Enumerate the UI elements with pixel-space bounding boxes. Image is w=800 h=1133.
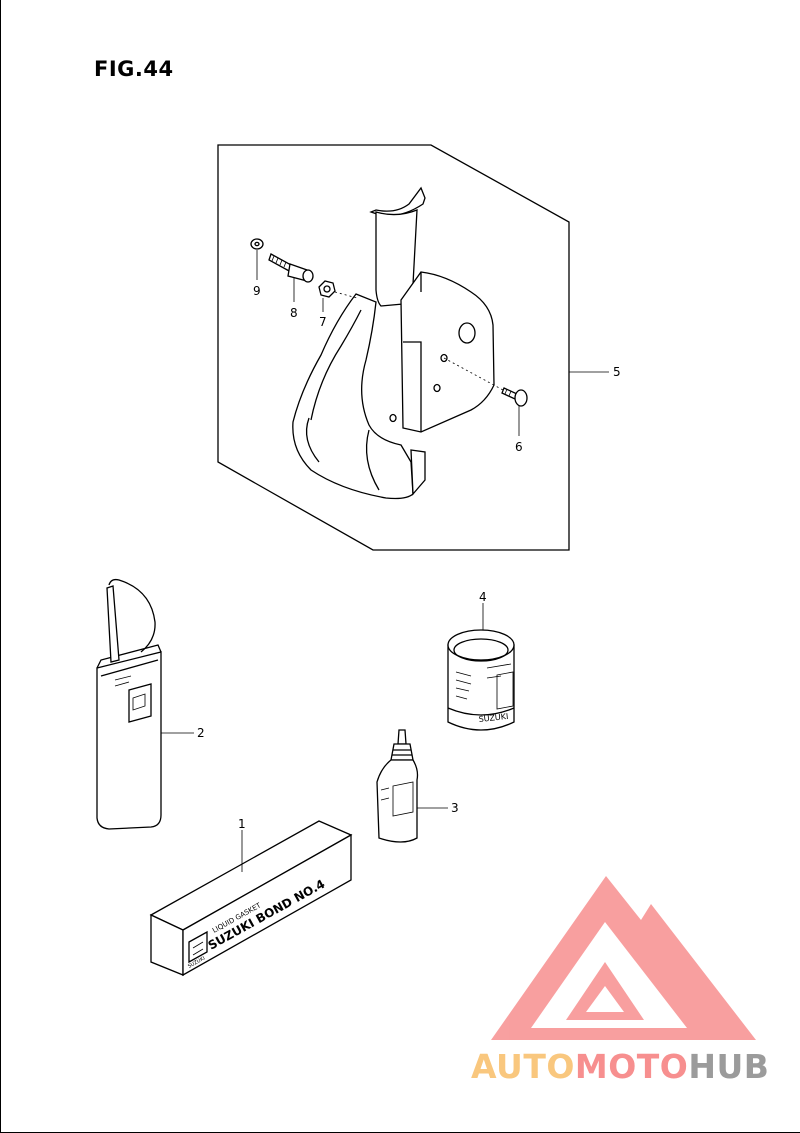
callout-5: 5	[613, 365, 621, 379]
bolt-8	[268, 253, 314, 283]
can-brand: SUZUKI	[478, 712, 509, 724]
group-frame-5	[217, 144, 570, 551]
thread-lock-bottle-3	[376, 729, 419, 843]
callout-9: 9	[253, 284, 261, 298]
callout-2: 2	[197, 726, 205, 740]
callout-4: 4	[479, 590, 487, 604]
suzuki-bond-box-1	[149, 820, 353, 977]
screw-6	[501, 387, 528, 407]
paint-can-4	[447, 629, 515, 731]
watermark-hub: HUB	[688, 1047, 770, 1086]
watermark-wordmark: AUTOMOTOHUB	[471, 1047, 769, 1086]
callout-6: 6	[515, 440, 523, 454]
washer-9	[250, 238, 264, 250]
callout-1: 1	[238, 817, 246, 831]
figure-title: FIG.44	[94, 57, 174, 81]
nut-7	[318, 280, 336, 298]
watermark-moto: MOTO	[574, 1047, 689, 1086]
bracket-assembly	[292, 186, 495, 500]
callout-3: 3	[451, 801, 459, 815]
watermark-auto: AUTO	[471, 1047, 575, 1086]
callout-7: 7	[319, 315, 327, 329]
oil-bottle-2	[96, 578, 162, 830]
watermark-logo	[491, 876, 756, 1040]
callout-8: 8	[290, 306, 298, 320]
